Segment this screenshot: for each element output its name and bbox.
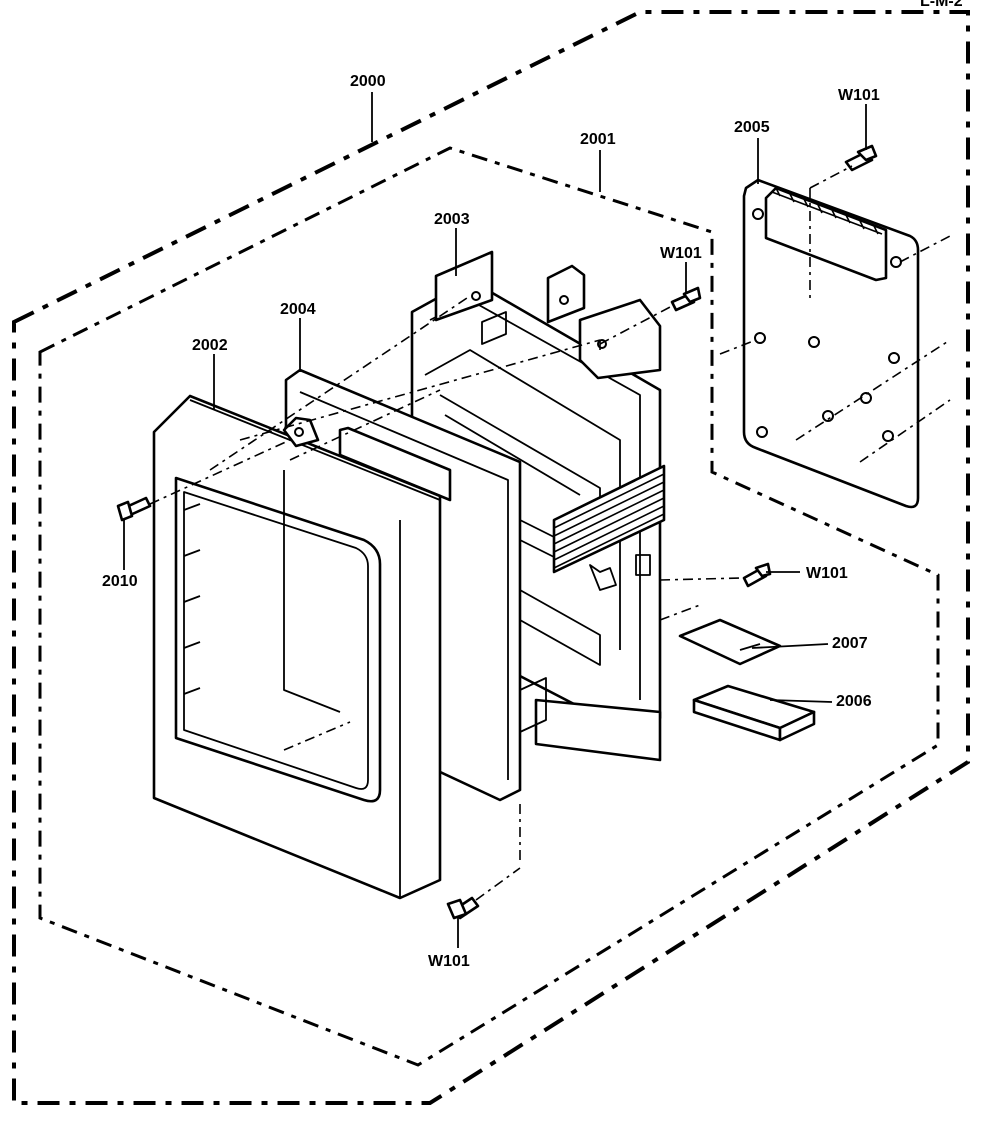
screw-2010 [116,496,152,522]
ribbon-cable [552,464,666,574]
callout-w101-top: W101 [838,87,880,104]
pcb-board-2005 [742,178,920,509]
callout-2000: 2000 [350,73,386,90]
bracket-2003 [434,250,662,380]
pcb-hole-9 [882,430,894,442]
top-edge-text: L-M-2 [920,0,963,10]
callout-2010: 2010 [102,573,138,590]
sub-assembly-boundary-2001 [38,146,940,1067]
leader-lines [123,92,867,948]
bracket-hole-mid [559,295,569,305]
bracket-hole-left [471,291,481,301]
callout-2007: 2007 [832,635,868,652]
callout-2001: 2001 [580,131,616,148]
callout-2006: 2006 [836,693,872,710]
pcb-hole-5 [888,352,900,364]
pad-block-2006 [692,684,816,742]
pcb-hole-7 [860,392,872,404]
callout-2002: 2002 [192,337,228,354]
pcb-hole-8 [756,426,768,438]
callout-w101-bottom: W101 [428,953,470,970]
callout-2004: 2004 [280,301,316,318]
front-bezel-2002 [152,394,442,900]
assembly-center-lines [149,165,951,901]
pcb-hole-3 [754,332,766,344]
assembly-boundary-2000 [12,10,970,1105]
callout-2005: 2005 [734,119,770,136]
callout-w101-right: W101 [806,565,848,582]
screw-w101-bracket [670,286,702,312]
callouts: 2000 2001 2003 2004 2002 2005 W101 W101 … [102,73,880,970]
screw-w101-top [844,144,878,172]
callout-2003: 2003 [434,211,470,228]
label-2007 [678,618,782,666]
screw-w101-bottom [446,896,480,920]
callout-w101-bracket: W101 [660,245,702,262]
pcb-hole-1 [752,208,764,220]
screw-w101-right [742,562,772,588]
pcb-hole-2 [890,256,902,268]
pcb-hole-4 [808,336,820,348]
bezel-tab-hole [294,427,304,437]
